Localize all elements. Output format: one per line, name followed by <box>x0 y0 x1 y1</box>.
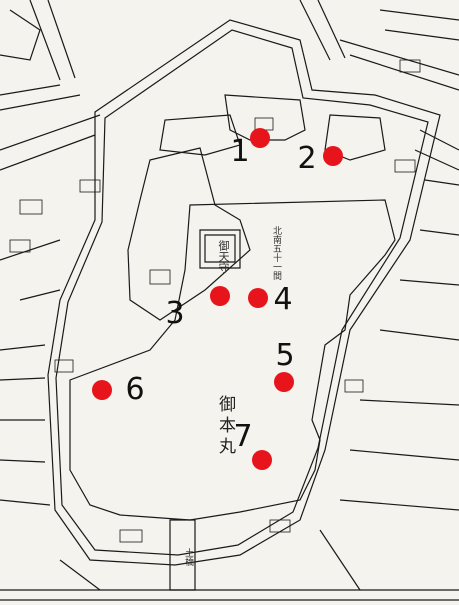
main-enclosure-label: 御本丸 <box>215 395 235 458</box>
marker-dot-2[interactable] <box>323 146 343 166</box>
marker-dot-5[interactable] <box>274 372 294 392</box>
gate-label: 土橋 <box>183 548 193 566</box>
marker-dot-1[interactable] <box>250 128 270 148</box>
marker-dot-7[interactable] <box>252 450 272 470</box>
marker-dot-3[interactable] <box>210 286 230 306</box>
marker-number-6: 6 <box>125 372 145 407</box>
north-dimension-label: 北南五十一間 <box>271 226 281 280</box>
wall-buildings <box>9 59 421 543</box>
marker-number-2: 2 <box>297 141 317 176</box>
marker-dot-6[interactable] <box>92 380 112 400</box>
marker-number-5: 5 <box>275 338 295 373</box>
marker-number-3: 3 <box>165 296 185 331</box>
marker-dot-4[interactable] <box>248 288 268 308</box>
tenshu-label: 御天守 <box>217 240 230 273</box>
marker-number-7: 7 <box>233 419 253 454</box>
marker-number-4: 4 <box>273 282 293 317</box>
marker-number-1: 1 <box>230 134 250 169</box>
